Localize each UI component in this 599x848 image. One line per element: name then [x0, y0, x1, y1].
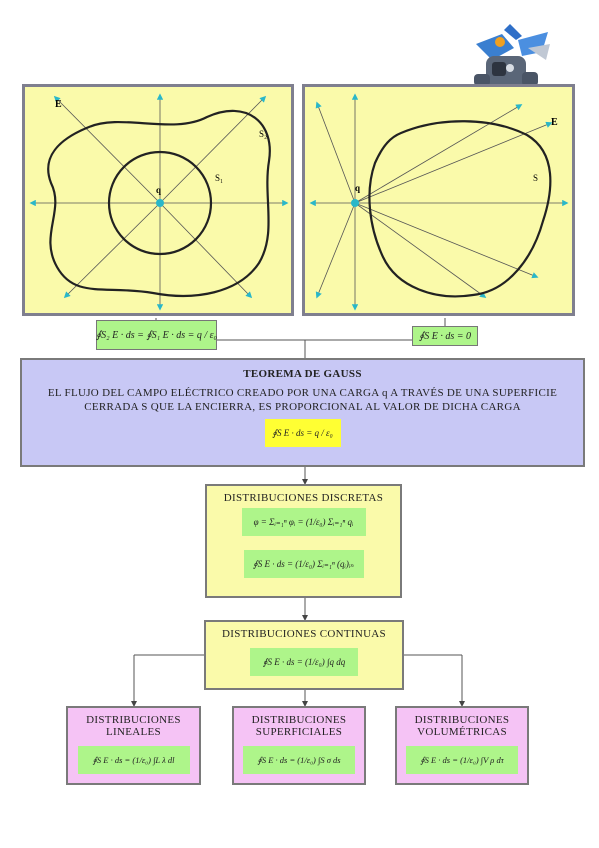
formula-right: ∮S E · ds = 0 [412, 326, 478, 346]
discretas-formula-1: φ = Σᵢ₌₁ⁿ φᵢ = (1/ε₀) Σᵢ₌₁ⁿ qᵢ [241, 508, 366, 536]
charge-label: q [355, 183, 360, 193]
gauss-title: TEOREMA DE GAUSS [243, 368, 362, 380]
robot-mascot-icon [474, 24, 550, 86]
discretas-title: DISTRIBUCIONES DISCRETAS [223, 492, 384, 504]
volumetricas-line-2: VOLUMÉTRICAS [417, 726, 507, 738]
gauss-formula: ∮S E · ds = q / ε₀ [264, 419, 341, 447]
gauss-line-2: CERRADA S QUE LA ENCIERRA, ES PROPORCION… [84, 401, 521, 413]
surface-outer-label: S₂ [259, 129, 267, 139]
formula-left: ∮S₂ E · ds = ∮S₁ E · ds = q / ε₀ [96, 320, 217, 350]
panel-right: E q S [302, 84, 575, 316]
surface-inner-label: S₁ [215, 173, 223, 183]
discretas-box: DISTRIBUCIONES DISCRETAS φ = Σᵢ₌₁ⁿ φᵢ = … [205, 484, 402, 598]
field-label: E [55, 99, 62, 110]
continuas-formula: ∮S E · ds = (1/ε₀) ∫q dq [250, 648, 358, 676]
panel-left: E q S₂ S₁ [22, 84, 294, 316]
volumetricas-formula: ∮S E · ds = (1/ε₀) ∫V ρ dτ [406, 746, 518, 774]
lineales-line-2: LINEALES [106, 726, 161, 738]
continuas-title: DISTRIBUCIONES CONTINUAS [222, 628, 386, 640]
gauss-theorem-box: TEOREMA DE GAUSS EL FLUJO DEL CAMPO ELÉC… [20, 358, 585, 467]
lineales-box: DISTRIBUCIONES LINEALES ∮S E · ds = (1/ε… [66, 706, 201, 785]
lineales-line-1: DISTRIBUCIONES [86, 714, 181, 726]
superficiales-line-1: DISTRIBUCIONES [251, 714, 347, 726]
volumetricas-line-1: DISTRIBUCIONES [414, 714, 510, 726]
discretas-formula-2: ∮S E · ds = (1/ε₀) Σᵢ₌₁ⁿ (qᵢ)ᵢₙ [243, 550, 364, 578]
volumetricas-box: DISTRIBUCIONES VOLUMÉTRICAS ∮S E · ds = … [395, 706, 529, 785]
superficiales-box: DISTRIBUCIONES SUPERFICIALES ∮S E · ds =… [232, 706, 366, 785]
superficiales-line-2: SUPERFICIALES [255, 726, 343, 738]
gauss-line-1: EL FLUJO DEL CAMPO ELÉCTRICO CREADO POR … [47, 387, 558, 399]
continuas-box: DISTRIBUCIONES CONTINUAS ∮S E · ds = (1/… [204, 620, 404, 690]
field-diagram-right: E q S [309, 93, 569, 311]
lineales-formula: ∮S E · ds = (1/ε₀) ∫L λ dl [77, 746, 190, 774]
surface-label: S [533, 173, 538, 183]
field-label: E [551, 117, 558, 128]
charge-label: q [156, 185, 161, 195]
field-diagram-left: E q S₂ S₁ [29, 93, 289, 311]
superficiales-formula: ∮S E · ds = (1/ε₀) ∫S σ ds [243, 746, 355, 774]
